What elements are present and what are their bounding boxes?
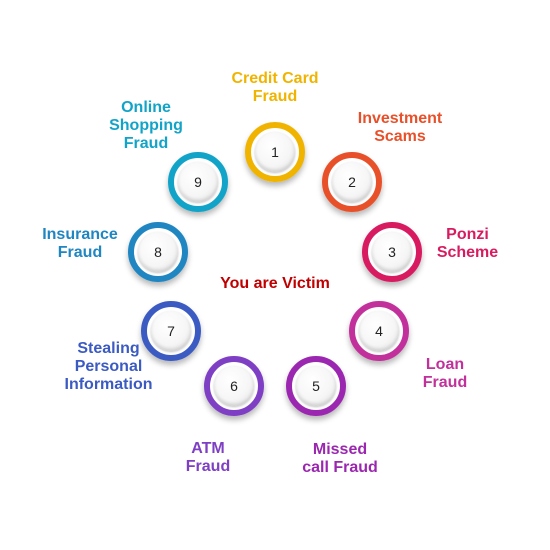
node-2: 2: [322, 152, 382, 212]
node-3: 3: [362, 222, 422, 282]
node-5: 5: [286, 356, 346, 416]
label-missed-call-fraud: Missed call Fraud: [302, 441, 378, 476]
label-insurance-fraud: Insurance Fraud: [42, 226, 118, 261]
label-credit-card-fraud: Credit Card Fraud: [231, 70, 319, 105]
node-6: 6: [204, 356, 264, 416]
node-number: 6: [214, 366, 254, 406]
node-number: 5: [296, 366, 336, 406]
node-number: 2: [332, 162, 372, 202]
label-loan-fraud: Loan Fraud: [422, 356, 468, 391]
node-number: 9: [178, 162, 218, 202]
node-7: 7: [141, 301, 201, 361]
node-4: 4: [349, 301, 409, 361]
label-investment-scams: Investment Scams: [357, 110, 443, 145]
node-number: 1: [255, 132, 295, 172]
label-atm-fraud: ATM Fraud: [185, 440, 231, 475]
node-number: 8: [138, 232, 178, 272]
node-8: 8: [128, 222, 188, 282]
node-number: 3: [372, 232, 412, 272]
label-ponzi-scheme: Ponzi Scheme: [436, 226, 499, 261]
node-9: 9: [168, 152, 228, 212]
center-label: You are Victim: [220, 275, 330, 292]
label-stealing-personal-information: Stealing Personal Information: [64, 340, 153, 393]
node-number: 4: [359, 311, 399, 351]
node-number: 7: [151, 311, 191, 351]
label-online-shopping-fraud: Online Shopping Fraud: [109, 99, 183, 152]
node-1: 1: [245, 122, 305, 182]
